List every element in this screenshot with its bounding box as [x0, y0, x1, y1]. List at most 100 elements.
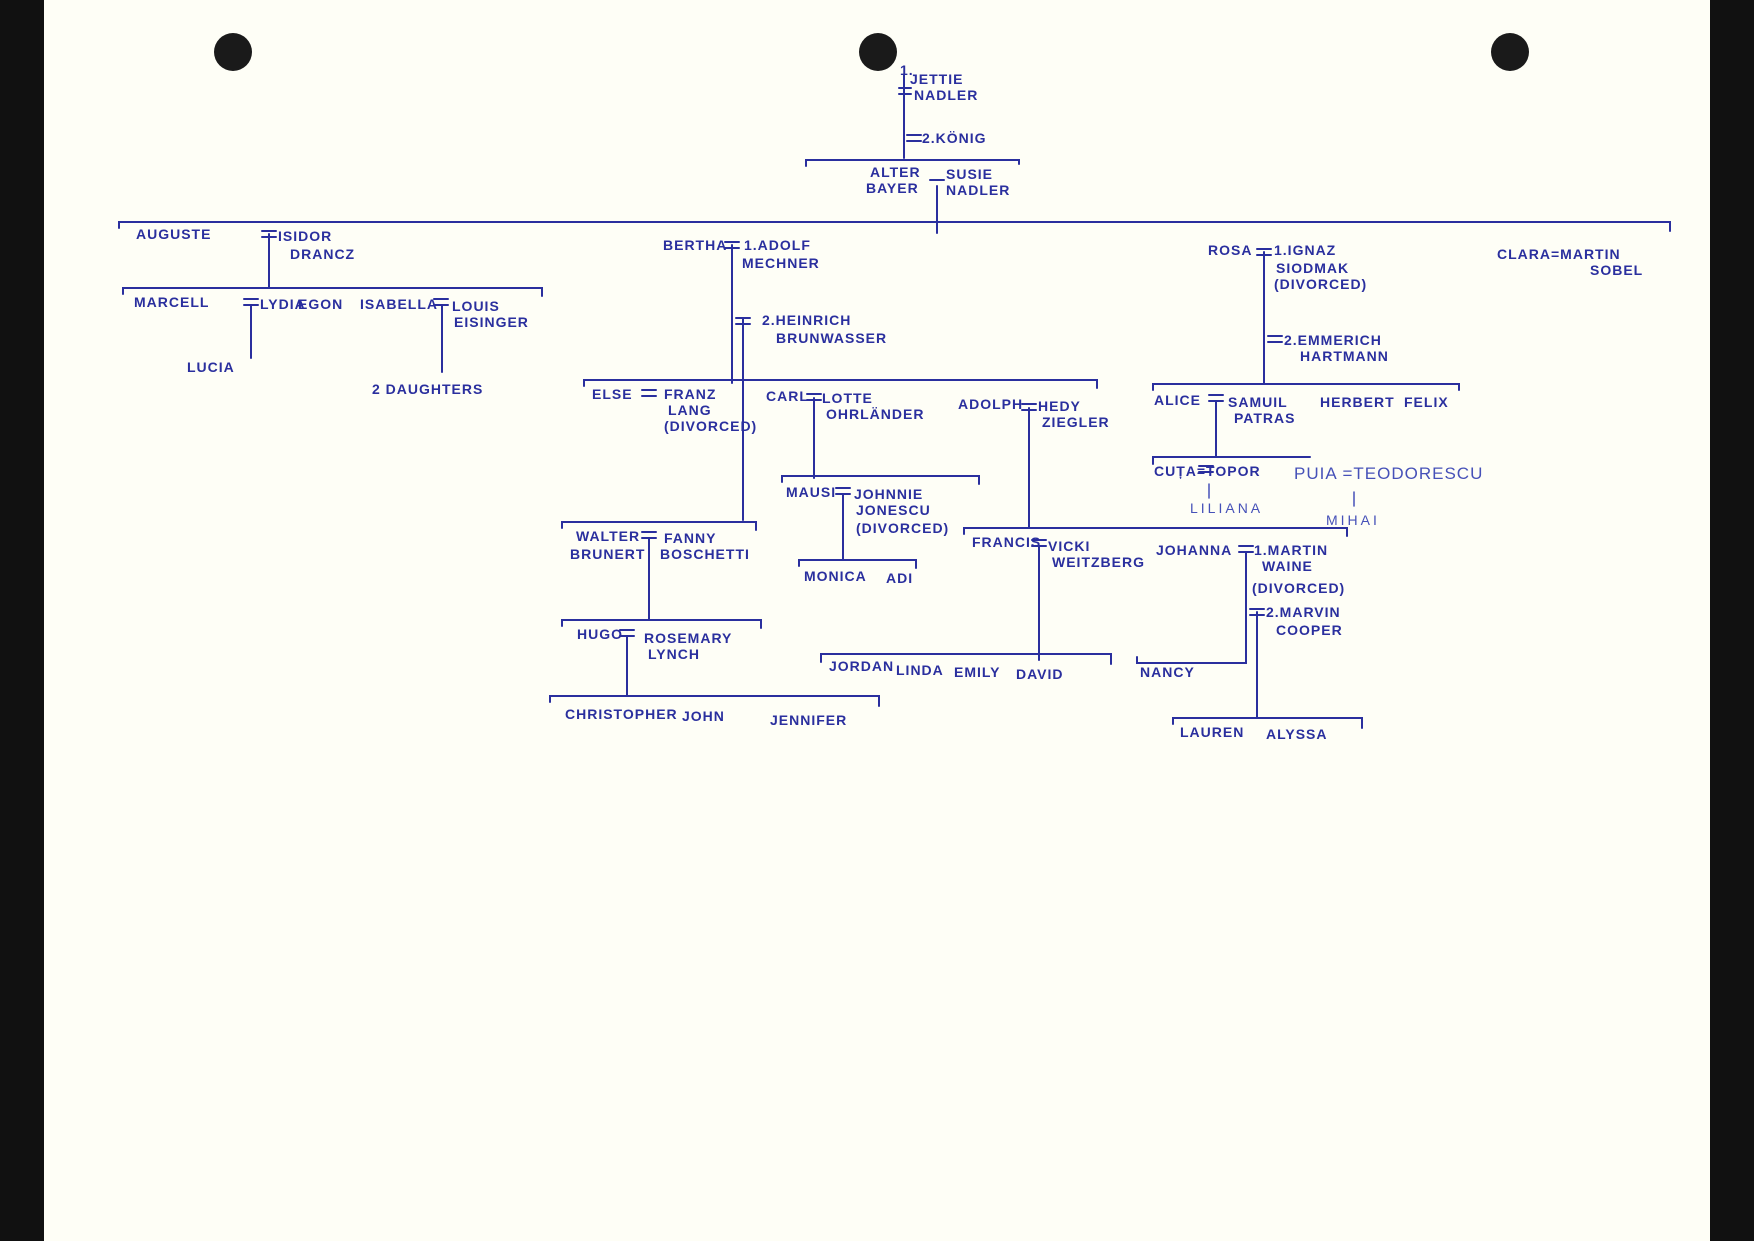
label-hartmann: HARTMANN [1300, 348, 1389, 364]
label-adi: ADI [886, 570, 914, 586]
label-egon: EGON [298, 296, 344, 312]
line-main-bar [118, 221, 1671, 232]
label-alyssa: ALYSSA [1266, 726, 1328, 742]
line-hugo-children-bar [549, 695, 880, 707]
label-ohrlander: OHRLÄNDER [826, 406, 925, 422]
label-clara-martin: CLARA=MARTIN [1497, 246, 1621, 262]
punch-hole-right [1491, 33, 1529, 71]
label-linda: LINDA [896, 662, 944, 678]
label-lotte: LOTTE [822, 390, 873, 406]
line-hugo-bar [561, 619, 762, 629]
label-rosa: ROSA [1208, 242, 1253, 258]
label-jettie: JETTIE [910, 71, 964, 87]
label-emily: EMILY [954, 664, 1001, 680]
label-sobel: SOBEL [1590, 262, 1644, 278]
line-nadler-children-bar [805, 159, 1020, 167]
label-alter-bayer: BAYER [866, 180, 919, 196]
label-lucia: LUCIA [187, 359, 235, 375]
label-marcell: MARCELL [134, 294, 210, 310]
label-jennifer: JENNIFER [770, 712, 848, 728]
label-john: JOHN [682, 708, 725, 724]
label-jonescu: JONESCU [856, 502, 931, 518]
label-liliana: LILIANA [1190, 500, 1264, 516]
label-lang: LANG [668, 402, 712, 418]
label-herbert: HERBERT [1320, 394, 1395, 410]
line-francis-children-bar [820, 653, 1112, 665]
label-adolph: ADOLPH [958, 396, 1024, 412]
label-eisinger: EISINGER [454, 314, 529, 330]
label-mausi: MAUSI [786, 484, 837, 500]
label-ignaz: 1.IGNAZ [1274, 242, 1337, 258]
label-lauren: LAUREN [1180, 724, 1245, 740]
label-mechner: MECHNER [742, 255, 820, 271]
label-francis: FRANCIS [972, 534, 1042, 550]
label-samuil: SAMUIL [1228, 394, 1288, 410]
label-isidor: ISIDOR [278, 228, 333, 244]
label-jettie-number: 1. [900, 62, 914, 78]
label-susie-nadler: NADLER [946, 182, 1011, 198]
label-heinrich: 2.HEINRICH [762, 312, 852, 328]
line-walter-bar [561, 521, 757, 531]
label-jordan: JORDAN [829, 658, 895, 674]
label-lydia: LYDIA [260, 296, 306, 312]
label-susie: SUSIE [946, 166, 994, 182]
label-siodmak: SIODMAK [1276, 260, 1350, 276]
label-brunert: BRUNERT [570, 546, 646, 562]
label-fanny: FANNY [664, 530, 717, 546]
paper-sheet: 1. JETTIE NADLER 2.KÖNIG ALTER BAYER SUS… [44, 0, 1710, 1241]
family-tree-lines [118, 74, 1671, 729]
label-johnnie: JOHNNIE [854, 486, 924, 502]
label-konig: 2.KÖNIG [922, 130, 987, 146]
label-johanna: JOHANNA [1156, 542, 1233, 558]
line-rosa-children-bar [1152, 383, 1460, 391]
label-divorced-johanna: (DIVORCED) [1252, 580, 1346, 596]
line-auguste-children-bar [122, 287, 543, 297]
label-waine: WAINE [1262, 558, 1313, 574]
line-nadler-trunk [898, 74, 922, 159]
label-cuta-topor: CUȚA=TOPOR [1154, 463, 1261, 479]
label-two-daughters: 2 DAUGHTERS [372, 381, 484, 397]
label-bertha: BERTHA [663, 237, 728, 253]
line-else-equals [641, 389, 657, 397]
label-boschetti: BOSCHETTI [660, 546, 750, 562]
line-marvin-children-bar [1172, 717, 1363, 729]
label-monica: MONICA [804, 568, 867, 584]
label-david: DAVID [1016, 666, 1064, 682]
label-emmerich: 2.EMMERICH [1284, 332, 1382, 348]
label-lynch: LYNCH [648, 646, 700, 662]
label-brunwasser: BRUNWASSER [776, 330, 888, 346]
label-christopher: CHRISTOPHER [565, 706, 678, 722]
label-louis: LOUIS [452, 298, 500, 314]
label-rosemary: ROSEMARY [644, 630, 733, 646]
label-else: ELSE [592, 386, 633, 402]
label-jettie-nadler: NADLER [914, 87, 979, 103]
label-franz: FRANZ [664, 386, 717, 402]
label-felix: FELIX [1404, 394, 1449, 410]
label-weitzberg: WEITZBERG [1052, 554, 1145, 570]
label-martin-waine: 1.MARTIN [1254, 542, 1329, 558]
line-mausi-children-bar [798, 559, 917, 569]
line-mausi-bar [781, 475, 980, 485]
label-cooper: COOPER [1276, 622, 1343, 638]
line-rosa-emmerich-equals [1267, 335, 1283, 343]
label-drancz: DRANCZ [290, 246, 356, 262]
label-carl: CARL [766, 388, 809, 404]
label-isabella: ISABELLA [360, 296, 438, 312]
label-divorced-else: (DIVORCED) [664, 418, 758, 434]
label-auguste: AUGUSTE [136, 226, 212, 242]
line-johanna-drop [1136, 551, 1247, 664]
label-walter: WALTER [576, 528, 641, 544]
label-mihai: MIHAI [1326, 512, 1380, 528]
line-adolph-children-bar [963, 527, 1348, 537]
label-adolf: 1.ADOLF [744, 237, 811, 253]
label-divorced-mausi: (DIVORCED) [856, 520, 950, 536]
label-patras: PATRAS [1234, 410, 1296, 426]
label-alice: ALICE [1154, 392, 1201, 408]
label-vicki: VICKI [1048, 538, 1091, 554]
label-hedy: HEDY [1038, 398, 1081, 414]
line-cuta-equals [1198, 465, 1214, 473]
punch-hole-center [859, 33, 897, 71]
line-mechner-children-bar [583, 379, 1098, 389]
label-nancy: NANCY [1140, 664, 1195, 680]
label-hugo: HUGO [577, 626, 623, 642]
